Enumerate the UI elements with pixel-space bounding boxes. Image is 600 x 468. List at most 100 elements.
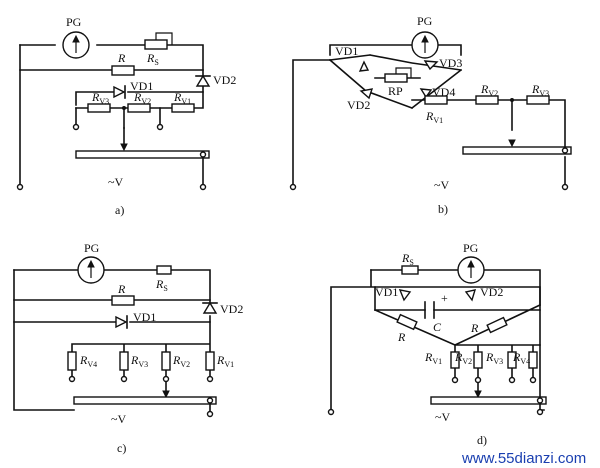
c-rs-resistor [156, 265, 172, 275]
c-r-resistor [111, 295, 135, 306]
c-rv3-resistor [119, 351, 129, 371]
d-terminal-left [327, 408, 335, 416]
b-rp-resistor [384, 73, 408, 83]
d-ac-label: ~V [435, 410, 450, 424]
c-vd1-label: VD1 [133, 310, 156, 324]
d-cap-label: C [433, 320, 442, 334]
d-tap-rv1 [451, 376, 459, 384]
a-terminal-right [199, 183, 207, 191]
d-rv4-label: RV4 [512, 350, 530, 366]
b-vd2-diode [359, 88, 374, 100]
d-vd1-label: VD1 [375, 285, 398, 299]
c-switch-bar [73, 396, 217, 405]
a-tap-rv3 [72, 123, 80, 131]
c-caption: c) [117, 441, 126, 455]
c-rv4-resistor [67, 351, 77, 371]
b-vd3-label: VD3 [439, 56, 462, 70]
a-ac-label: ~V [108, 175, 123, 189]
b-rv2-resistor [475, 95, 499, 105]
watermark: www.55dianzi.com [461, 450, 586, 467]
a-rv-wire [75, 91, 204, 109]
b-switch-pivot [561, 147, 569, 154]
d-bus [454, 344, 541, 353]
d-r-right-resistor [486, 316, 508, 334]
a-tap-rv1 [156, 123, 164, 131]
c-tap-rv2 [162, 375, 170, 383]
d-rv2-label: RV2 [454, 350, 472, 366]
d-left-wire [330, 269, 376, 411]
b-vd1-label: VD1 [335, 44, 358, 58]
a-r-resistor [111, 65, 135, 76]
d-switch-pivot [536, 397, 544, 404]
d-tap-rv4 [529, 376, 537, 384]
c-rv2-label: RV2 [172, 353, 190, 369]
a-r-label: R [117, 51, 126, 65]
figure-a: PG RS R VD2 VD1 RV3 RV2 RV1 ~V a) [16, 15, 236, 217]
c-tap-rv3 [120, 375, 128, 383]
b-rv3-label: RV3 [531, 82, 549, 98]
d-switch-bar [430, 396, 547, 405]
d-rv2-resistor [473, 351, 483, 369]
c-rs-label: RS [155, 277, 168, 293]
b-junction [510, 98, 514, 102]
figure-d: PG RS VD1 VD2 + C R R RV1 RV2 RV3 RV4 [327, 241, 547, 447]
c-vd2-diode [202, 301, 218, 314]
d-tap-rv3 [508, 376, 516, 384]
d-vd2-diode [464, 289, 477, 302]
c-rv2-resistor [161, 351, 171, 371]
b-right-wire [411, 99, 566, 151]
c-meter-label: PG [84, 241, 100, 255]
a-switch-pivot [199, 151, 207, 158]
c-left-wire [13, 269, 75, 411]
a-rv3-resistor [87, 103, 111, 113]
d-caption: d) [477, 433, 487, 447]
a-rs-wiper [155, 32, 173, 45]
a-rv1-resistor [171, 103, 195, 113]
a-rv1-label: RV1 [173, 90, 191, 106]
c-tap-rv4 [68, 375, 76, 383]
d-meter-icon [457, 256, 485, 284]
b-rp-label: RP [388, 84, 403, 98]
b-terminal-right [561, 183, 569, 191]
c-switch-pivot [206, 397, 214, 404]
d-r-left-resistor [396, 313, 418, 331]
b-left-feed [292, 59, 331, 186]
d-vd1-diode [398, 289, 412, 302]
c-vd1-wire [13, 315, 211, 323]
a-terminal-left [16, 183, 24, 191]
a-rv2-label: RV2 [133, 90, 151, 106]
a-vd2-label: VD2 [213, 73, 236, 87]
c-rv3-label: RV3 [130, 353, 148, 369]
d-drops [454, 367, 534, 379]
d-bridge-top [374, 286, 541, 311]
a-junction [122, 106, 126, 110]
d-cap-plus: + [441, 291, 448, 305]
b-ac-label: ~V [434, 178, 449, 192]
b-rv2-label: RV2 [480, 82, 498, 98]
a-top-wire [19, 44, 204, 76]
a-rv3-label: RV3 [91, 90, 109, 106]
c-probe-arrow [162, 390, 170, 399]
b-rp-wiper [395, 67, 412, 78]
a-switch-bar [75, 150, 210, 159]
figure-c: PG RS R VD2 VD1 RV4 RV3 RV2 RV1 ~V c) [13, 241, 243, 455]
a-meter-icon [62, 31, 90, 59]
a-rv2-resistor [127, 103, 151, 113]
a-meter-label: PG [66, 15, 82, 29]
b-meter-label: PG [417, 14, 433, 28]
d-rv1-resistor [450, 351, 460, 369]
b-vd2-label: VD2 [347, 98, 370, 112]
c-bus [71, 321, 211, 353]
b-terminal-left [289, 183, 297, 191]
b-frame [329, 44, 462, 56]
c-vd2-label: VD2 [220, 302, 243, 316]
d-rv3-label: RV3 [485, 350, 503, 366]
b-probe-arrow [508, 139, 516, 148]
b-rv3-resistor [526, 95, 550, 105]
d-r-right-label: R [470, 321, 479, 335]
a-probe-arrow [120, 143, 128, 152]
a-vd1-label: VD1 [130, 79, 153, 93]
d-rs-label: RS [401, 251, 414, 267]
d-vd2-label: VD2 [480, 285, 503, 299]
